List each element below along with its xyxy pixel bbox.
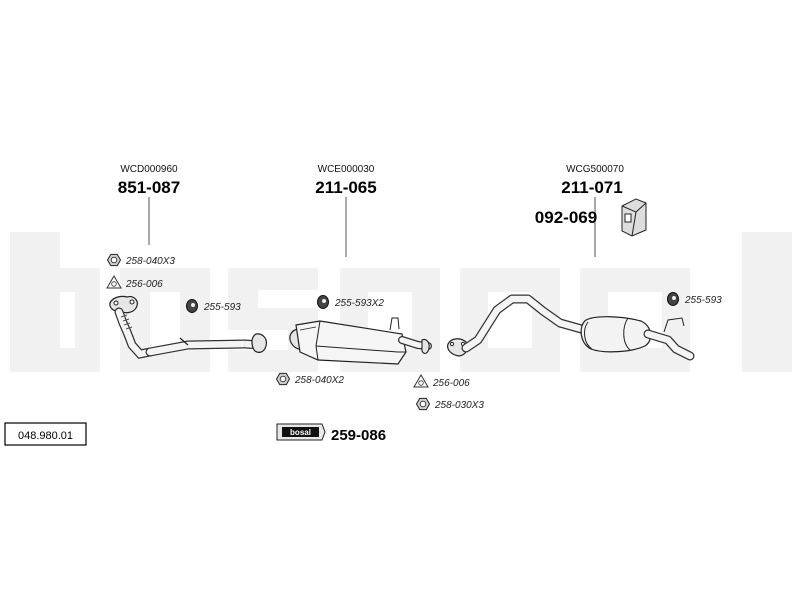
nut-icon <box>275 372 291 386</box>
part-label: 256-006 <box>125 279 163 290</box>
nut-icon <box>415 397 431 411</box>
assembly-2-oe-code: WCE000030 <box>318 164 375 175</box>
rear-silencer <box>447 294 695 361</box>
bracket-icon <box>621 198 647 237</box>
parts-layer: 258-040X3 256-006 255-593 255-593X2 258-040X… <box>106 253 722 411</box>
assembly-1-part-number: 851-087 <box>118 178 180 197</box>
part-label: 258-040X3 <box>125 256 175 267</box>
gasket-icon <box>413 374 429 388</box>
rubber-mount-icon <box>667 292 679 306</box>
part-label: 258-030X3 <box>434 400 484 411</box>
assembly-3-oe-code: WCG500070 <box>566 164 624 175</box>
fitting-kit-box-icon: bosal <box>276 423 326 441</box>
assembly-2-part-number: 211-065 <box>315 178 376 197</box>
rubber-mount-icon <box>186 299 198 313</box>
assembly-1-oe-code: WCD000960 <box>120 164 178 175</box>
assembly-3-part-number: 211-071 <box>561 178 622 197</box>
catalog-number-box <box>4 422 87 446</box>
fitting-kit-box-brand: bosal <box>290 428 311 437</box>
gasket-icon <box>106 275 122 289</box>
part-label: 255-593 <box>684 295 722 306</box>
rubber-mount-icon <box>317 295 329 309</box>
part-label: 256-006 <box>432 378 470 389</box>
part-label: 255-593 <box>203 302 241 313</box>
part-label: 255-593X2 <box>334 298 384 309</box>
bracket-part-number: 092-069 <box>535 208 597 227</box>
centre-silencer <box>289 317 432 365</box>
part-label: 258-040X2 <box>294 375 344 386</box>
fitting-kit-part-number: 259-086 <box>331 427 386 444</box>
nut-icon <box>106 253 122 267</box>
front-pipe <box>109 295 267 359</box>
catalog-number: 048.980.01 <box>18 430 73 442</box>
